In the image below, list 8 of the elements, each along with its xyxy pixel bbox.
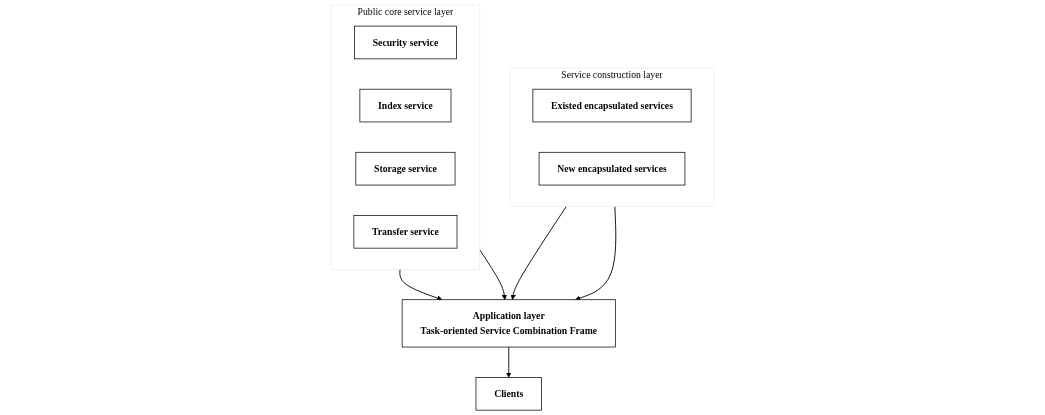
node-box: New encapsulated services bbox=[538, 151, 686, 186]
node-box: Transfer service bbox=[353, 215, 458, 249]
node-box: Existed encapsulated services bbox=[532, 88, 692, 123]
node-box: Storage service bbox=[355, 151, 456, 186]
node-box: Application layer Task-oriented Service Combination Frame bbox=[401, 299, 616, 348]
node-box: Security service bbox=[354, 25, 457, 60]
node-box: Clients bbox=[475, 377, 542, 411]
node-box: Index service bbox=[359, 88, 452, 123]
